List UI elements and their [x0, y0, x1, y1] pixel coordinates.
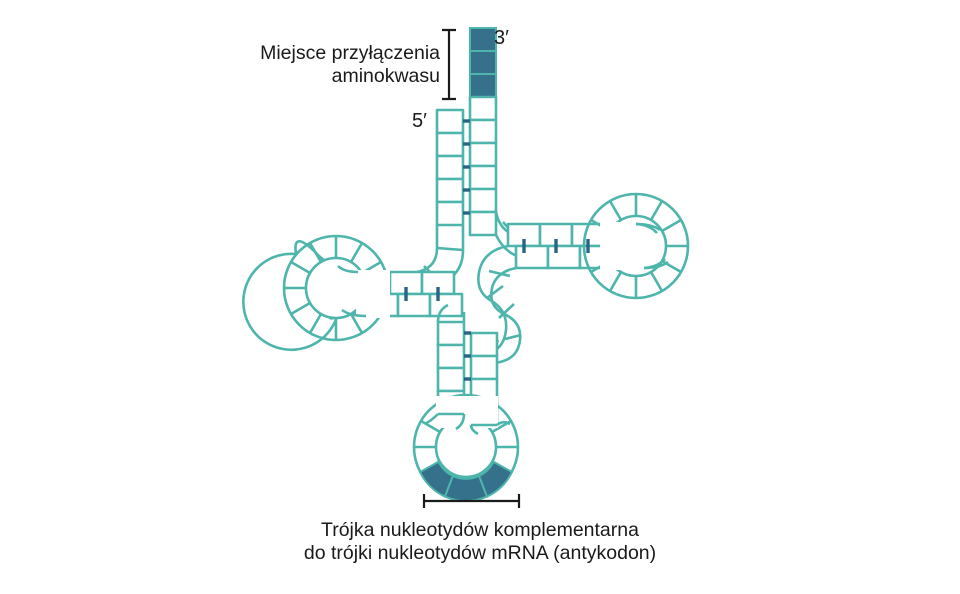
nucleotide-block: [435, 154, 465, 181]
amino-acid-attachment-site-label: Miejsce przyłączenia aminokwasu: [260, 42, 440, 87]
nucleotide-block: [514, 244, 550, 270]
anticodon-caption-label: Trójka nukleotydów komplementarna do tró…: [303, 519, 657, 564]
anticodon-nucleotide-dark: [477, 460, 514, 498]
acceptor-stem-base-pair-rungs: [463, 119, 470, 215]
nucleotide-block: [435, 177, 465, 204]
acceptor-dark-block: [469, 73, 497, 98]
five-prime-end-label: 5′: [412, 110, 427, 132]
nucleotide-block: [468, 164, 498, 191]
three-prime-end-label: 3′: [494, 27, 509, 49]
nucleotide-block: [468, 210, 498, 237]
nucleotide-block: [436, 366, 466, 393]
nucleotide-block: [469, 331, 499, 358]
nucleotide-block: [468, 187, 498, 214]
nucleotide-block: [468, 141, 498, 168]
acceptor-dark-block: [469, 27, 497, 52]
d-loop-stem-gap: [356, 270, 390, 318]
nucleotide-block: [468, 95, 498, 122]
nucleotide-block: [435, 131, 465, 158]
acceptor-stem-5prime-column: [435, 108, 465, 227]
nucleotide-block: [546, 244, 582, 270]
d-loop: [242, 234, 390, 352]
anticodon-loop-stem-gap: [436, 396, 498, 428]
nucleotide-block: [396, 292, 432, 318]
t-loop-stem-gap: [600, 222, 638, 270]
acceptor-site-bracket: [442, 28, 456, 101]
nucleotide-block: [468, 118, 498, 145]
nucleotide-block: [436, 343, 466, 370]
nucleotide-block: [435, 108, 465, 135]
anticodon-bracket: [422, 494, 521, 508]
acceptor-dark-block: [469, 50, 497, 75]
acceptor-stem-3prime-column: [468, 27, 498, 237]
nucleotide-block: [435, 200, 465, 227]
nucleotide-block: [469, 354, 499, 381]
anticodon-loop: [412, 393, 520, 503]
t-loop: [582, 192, 690, 300]
nucleotide-block: [436, 320, 466, 347]
